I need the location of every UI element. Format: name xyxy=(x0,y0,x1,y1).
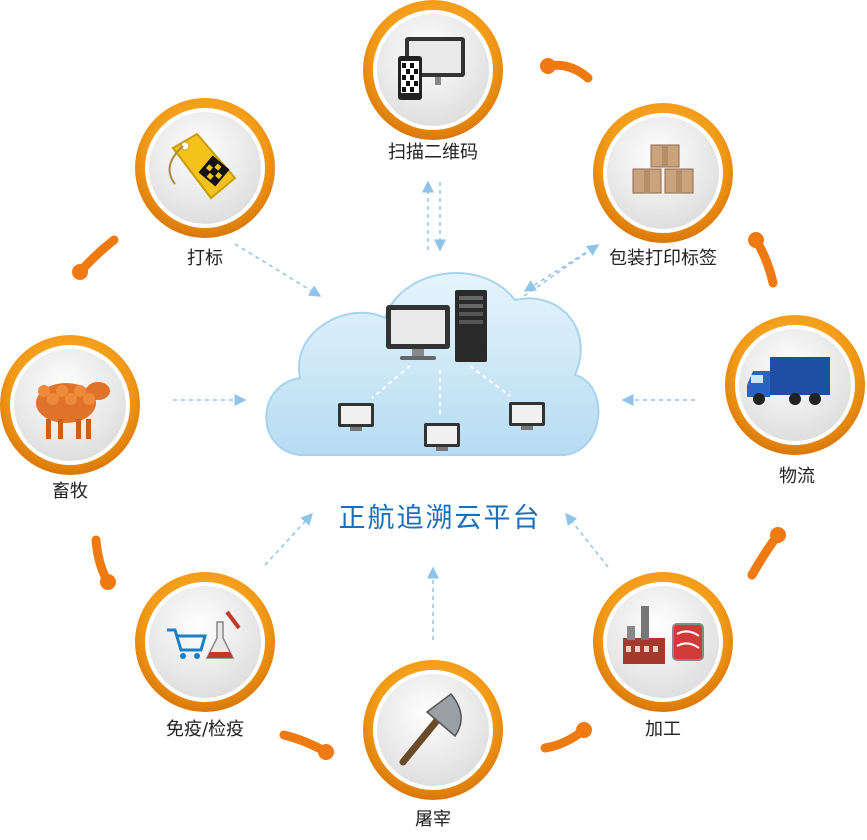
node-label-scan: 扫描二维码 xyxy=(353,138,513,164)
node-label-process: 加工 xyxy=(583,715,743,741)
node-label-farming: 畜牧 xyxy=(0,477,150,503)
node-quarantine xyxy=(135,572,275,712)
node-logistics xyxy=(725,315,865,455)
node-process xyxy=(593,572,733,712)
node-tagging xyxy=(135,98,275,238)
node-label-logistics: 物流 xyxy=(717,462,867,488)
node-scan xyxy=(363,0,503,140)
center-title: 正航追溯云平台 xyxy=(300,496,580,535)
node-label-pack: 包装打印标签 xyxy=(583,244,743,270)
node-label-quarantine: 免疫/检疫 xyxy=(125,715,285,741)
node-slaughter xyxy=(363,660,503,800)
node-label-slaughter: 屠宰 xyxy=(353,805,513,831)
node-farming xyxy=(0,335,140,475)
node-pack xyxy=(593,103,733,243)
node-label-tagging: 打标 xyxy=(125,244,285,270)
